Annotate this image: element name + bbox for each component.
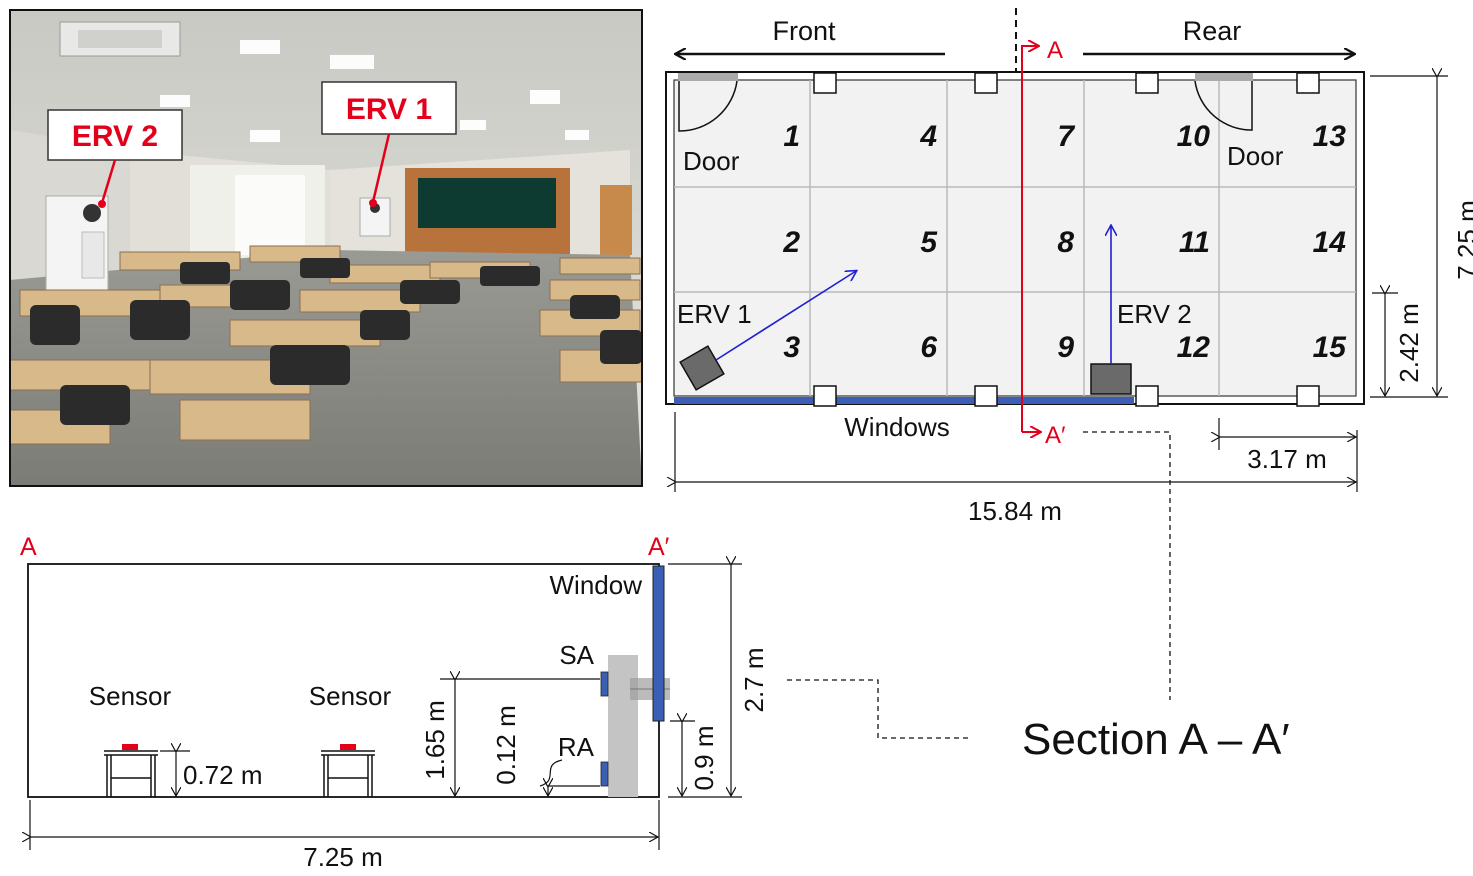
ra-label: RA bbox=[558, 732, 595, 762]
zone-14: 14 bbox=[1313, 226, 1347, 259]
front-door-swing bbox=[678, 80, 738, 132]
zone-10: 10 bbox=[1177, 120, 1211, 153]
section-label-a-prime: A′ bbox=[1045, 422, 1066, 449]
window-label: Window bbox=[550, 570, 643, 600]
dim-ra-label: 0.12 m bbox=[491, 705, 521, 785]
dim-row-label: 2.42 m bbox=[1394, 303, 1424, 383]
classroom-photo: ERV 2 ERV 1 bbox=[9, 9, 643, 487]
dim-desk-label: 0.72 m bbox=[183, 760, 263, 790]
zone-15: 15 bbox=[1313, 331, 1348, 364]
erv2-plan-label: ERV 2 bbox=[1117, 299, 1192, 329]
section-label-a: A bbox=[1047, 37, 1063, 64]
rear-door-label: Door bbox=[1227, 141, 1284, 171]
sa-grille bbox=[600, 671, 609, 697]
erv1-plan-label: ERV 1 bbox=[677, 299, 752, 329]
sensor-2-label: Sensor bbox=[309, 681, 392, 711]
dim-section-width-label: 7.25 m bbox=[303, 842, 383, 872]
zone-13: 13 bbox=[1313, 120, 1347, 153]
dim-height-label: 2.7 m bbox=[739, 647, 769, 712]
front-door-label: Door bbox=[683, 146, 740, 176]
zone-8: 8 bbox=[1057, 226, 1074, 259]
front-label: Front bbox=[772, 16, 836, 46]
ra-grille bbox=[600, 761, 609, 787]
erv2-callout: ERV 2 bbox=[47, 109, 183, 208]
sa-label: SA bbox=[559, 640, 594, 670]
dim-length-label: 15.84 m bbox=[968, 496, 1062, 526]
section-view: A A′ Window SA RA Sensor bbox=[20, 533, 1290, 872]
dim-sa-label: 1.65 m bbox=[420, 700, 450, 780]
zone-numbers: 1 2 3 4 5 6 7 8 9 10 11 12 13 14 15 bbox=[782, 120, 1347, 364]
erv2-photo-label: ERV 2 bbox=[72, 120, 158, 153]
zone-12: 12 bbox=[1177, 331, 1211, 364]
plan-dimensions bbox=[675, 76, 1448, 492]
windows-label: Windows bbox=[844, 412, 949, 442]
section-title-leader bbox=[787, 679, 972, 739]
dim-width-label: 7.25 m bbox=[1452, 200, 1473, 280]
desk-1 bbox=[104, 744, 158, 797]
section-a-prime-label: A′ bbox=[648, 533, 670, 561]
section-title: Section A – A′ bbox=[1022, 715, 1290, 764]
zone-11: 11 bbox=[1179, 226, 1210, 259]
zone-6: 6 bbox=[920, 331, 937, 364]
erv-cabinet bbox=[608, 655, 638, 797]
section-window bbox=[652, 565, 665, 722]
erv1-unit bbox=[679, 345, 725, 391]
zone-4: 4 bbox=[919, 120, 937, 153]
erv1-callout: ERV 1 bbox=[321, 81, 457, 207]
dim-sill-label: 0.9 m bbox=[689, 725, 719, 790]
rear-label: Rear bbox=[1183, 16, 1242, 46]
sensor-1-label: Sensor bbox=[89, 681, 172, 711]
zone-7: 7 bbox=[1057, 120, 1075, 153]
zone-2: 2 bbox=[782, 226, 800, 259]
zone-9: 9 bbox=[1057, 331, 1074, 364]
section-a-label: A bbox=[20, 533, 37, 561]
erv1-photo-label: ERV 1 bbox=[346, 93, 432, 126]
section-cut-line: A A′ bbox=[1021, 37, 1066, 449]
zone-1: 1 bbox=[783, 120, 800, 153]
zone-3: 3 bbox=[783, 331, 800, 364]
erv2-unit bbox=[1090, 363, 1132, 395]
erv1-airflow-arrow bbox=[715, 271, 856, 361]
section-dimensions bbox=[30, 564, 742, 850]
windows-strip bbox=[674, 397, 1134, 404]
dim-col-label: 3.17 m bbox=[1247, 444, 1327, 474]
floor-plan: Front Rear bbox=[665, 8, 1473, 700]
structural-columns bbox=[813, 72, 1320, 407]
rear-door-swing bbox=[1194, 80, 1253, 131]
desk-2 bbox=[321, 744, 375, 797]
zone-5: 5 bbox=[920, 226, 938, 259]
section-leader bbox=[1083, 431, 1171, 700]
